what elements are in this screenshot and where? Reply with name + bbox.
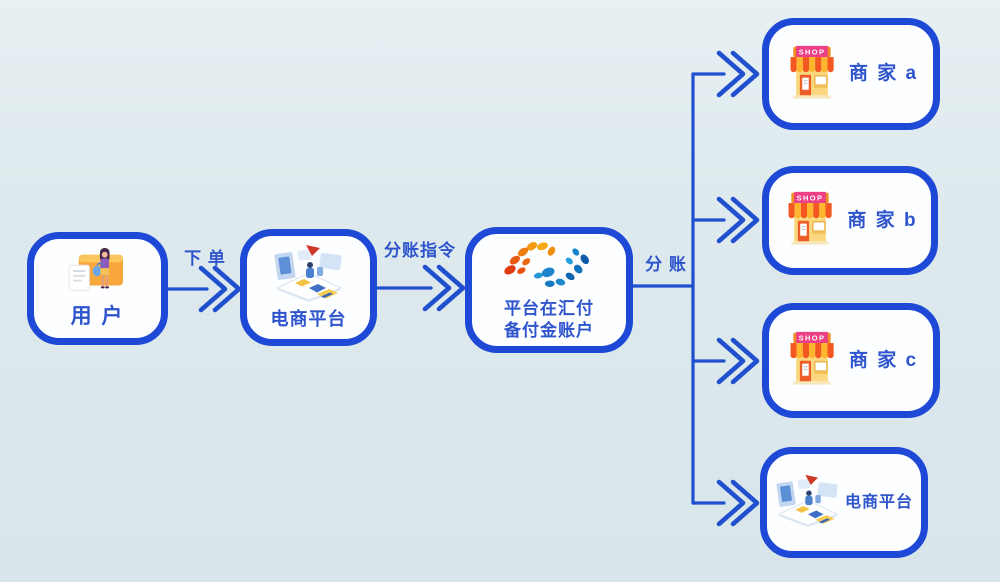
node-huifu-label-line1: 平台在汇付 xyxy=(504,299,594,319)
shop-icon: SHOP xyxy=(782,189,838,252)
node-merchant-c: SHOP xyxy=(762,303,940,418)
svg-text:SHOP: SHOP xyxy=(799,333,826,342)
ecommerce-platform-icon xyxy=(271,244,347,307)
shop-icon: SHOP xyxy=(784,43,840,106)
arrow-order-head xyxy=(198,265,242,313)
node-ecommerce-platform: 电商平台 xyxy=(240,229,377,346)
user-icon xyxy=(67,247,129,302)
huifu-logo-icon xyxy=(500,239,598,296)
edge-label-split-instruction: 分账指令 xyxy=(384,241,456,260)
branch-d-head xyxy=(716,479,760,527)
node-huifu-label-line2: 备付金账户 xyxy=(504,320,594,340)
edge-label-order: 下 单 xyxy=(184,249,226,268)
node-merchant-b-label: 商 家 b xyxy=(847,209,918,231)
shop-icon: SHOP xyxy=(784,329,840,392)
svg-text:SHOP: SHOP xyxy=(797,193,824,202)
node-merchant-c-label: 商 家 c xyxy=(848,349,919,371)
node-merchant-a: SHOP xyxy=(762,18,940,130)
node-user: 用 户 xyxy=(27,232,168,345)
branch-c-head xyxy=(716,337,760,385)
arrow-split-instruction-head xyxy=(422,264,466,312)
node-merchant-a-label: 商 家 a xyxy=(848,63,919,85)
node-user-label: 用 户 xyxy=(70,304,125,328)
node-ecommerce-platform-right-label: 电商平台 xyxy=(844,493,913,511)
node-huifu-reserve-account: 平台在汇付 备付金账户 xyxy=(465,227,633,353)
svg-text:SHOP: SHOP xyxy=(799,47,826,56)
branch-a-head xyxy=(716,50,760,98)
node-merchant-b: SHOP xyxy=(762,166,938,275)
node-ecommerce-platform-label: 电商平台 xyxy=(270,309,347,330)
node-ecommerce-platform-right: 电商平台 xyxy=(760,447,928,558)
branch-b-head xyxy=(716,196,760,244)
edge-label-split: 分 账 xyxy=(645,255,687,274)
ecommerce-platform-icon xyxy=(775,474,841,532)
